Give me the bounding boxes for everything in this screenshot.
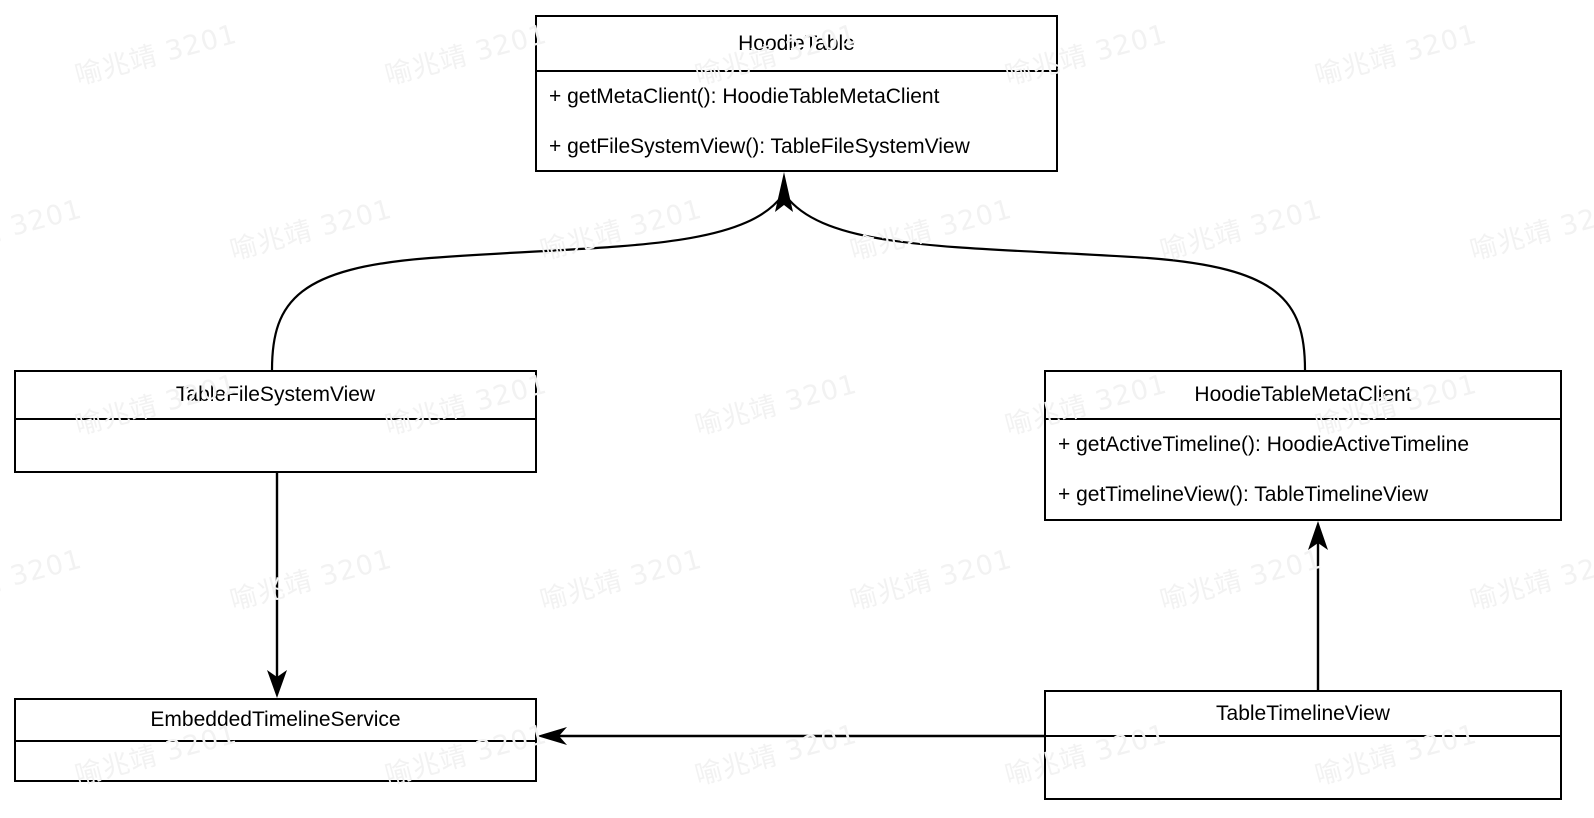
- class-name-hoodie-table: HoodieTable: [738, 31, 855, 55]
- class-name-table-file-system-view: TableFileSystemView: [175, 383, 376, 406]
- class-members-hoodie-table: + getMetaClient(): HoodieTableMetaClient…: [537, 70, 1056, 170]
- class-members-embedded-timeline-service: [16, 740, 535, 780]
- class-member-row: + getTimelineView(): TableTimelineView: [1058, 483, 1429, 506]
- class-name-table-timeline-view: TableTimelineView: [1216, 701, 1390, 725]
- class-name-embedded-timeline-service: EmbeddedTimelineService: [150, 708, 401, 731]
- arrowhead-into-embeddedtimelineservice-right: [537, 727, 567, 745]
- class-box-hoodie-table-meta-client[interactable]: HoodieTableMetaClient + getActiveTimelin…: [1044, 370, 1562, 521]
- class-members-table-timeline-view: [1046, 735, 1560, 802]
- class-box-table-timeline-view[interactable]: TableTimelineView: [1044, 690, 1562, 800]
- arrowhead-into-hoodietablemetaclient-bottom: [1308, 521, 1328, 550]
- class-members-hoodie-table-meta-client: + getActiveTimeline(): HoodieActiveTimel…: [1046, 418, 1560, 519]
- class-box-embedded-timeline-service[interactable]: EmbeddedTimelineService: [14, 698, 537, 782]
- class-member-row: + getFileSystemView(): TableFileSystemVi…: [549, 135, 970, 158]
- arrowhead-into-embeddedtimelineservice-top: [267, 670, 287, 698]
- class-box-hoodie-table[interactable]: HoodieTable + getMetaClient(): HoodieTab…: [535, 15, 1058, 172]
- edge-tablefilesystemview-to-hoodietable: [270, 195, 783, 371]
- class-member-row: + getActiveTimeline(): HoodieActiveTimel…: [1058, 433, 1470, 456]
- class-members-table-file-system-view: [16, 418, 535, 471]
- class-box-table-file-system-view[interactable]: TableFileSystemView: [14, 370, 537, 473]
- edge-hoodietablemetaclient-to-hoodietable: [785, 195, 1307, 371]
- class-member-row: + getMetaClient(): HoodieTableMetaClient: [549, 85, 940, 108]
- class-name-hoodie-table-meta-client: HoodieTableMetaClient: [1194, 383, 1412, 406]
